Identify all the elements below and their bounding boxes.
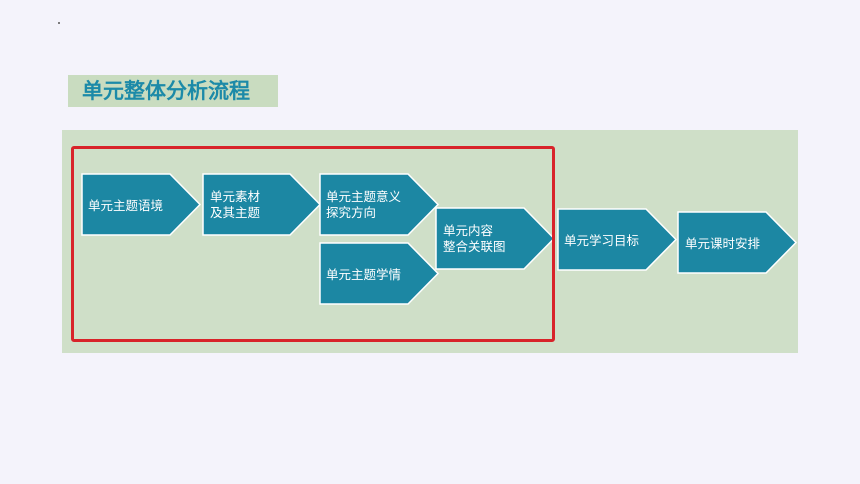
- arrow-shape: [557, 208, 678, 271]
- step-label: 单元主题意义 探究方向: [326, 189, 405, 220]
- step-schedule: 单元课时安排: [677, 211, 798, 274]
- step-label-line: 整合关联图: [443, 239, 506, 254]
- step-label-line: 单元主题意义: [326, 189, 402, 204]
- step-integration: 单元内容 整合关联图: [435, 207, 556, 270]
- step-label-line: 单元主题语境: [88, 198, 163, 213]
- arrow-shape: [677, 211, 798, 274]
- arrow-shape: [435, 207, 556, 270]
- step-label: 单元素材 及其主题: [210, 189, 264, 220]
- arrow-shape: [319, 242, 440, 305]
- step-label: 单元学习目标: [564, 233, 639, 248]
- slide-dot: [58, 22, 60, 24]
- step-label-line: 探究方向: [326, 205, 376, 220]
- step-label-line: 单元学习目标: [564, 233, 639, 248]
- step-label: 单元主题学情: [326, 267, 401, 282]
- step-meaning: 单元主题意义 探究方向: [319, 173, 440, 236]
- arrow-shape: [319, 173, 440, 236]
- step-learner: 单元主题学情: [319, 242, 440, 305]
- step-label-line: 单元内容: [443, 223, 493, 238]
- step-label-line: 单元素材: [210, 189, 260, 204]
- step-context: 单元主题语境: [81, 173, 202, 236]
- title-box: 单元整体分析流程: [68, 75, 278, 107]
- step-label: 单元主题语境: [88, 198, 163, 213]
- step-label-line: 单元主题学情: [326, 267, 401, 282]
- step-label-line: 单元课时安排: [685, 236, 761, 251]
- step-label: 单元课时安排: [685, 236, 761, 251]
- step-materials: 单元素材 及其主题: [202, 173, 322, 236]
- step-label-line: 及其主题: [210, 205, 261, 220]
- page-title: 单元整体分析流程: [82, 79, 250, 103]
- step-label: 单元内容 整合关联图: [443, 223, 506, 254]
- step-objectives: 单元学习目标: [557, 208, 678, 271]
- arrow-shape: [202, 173, 322, 236]
- highlight-frame: [71, 146, 555, 342]
- flow-panel: [62, 130, 798, 353]
- arrow-shape: [81, 173, 202, 236]
